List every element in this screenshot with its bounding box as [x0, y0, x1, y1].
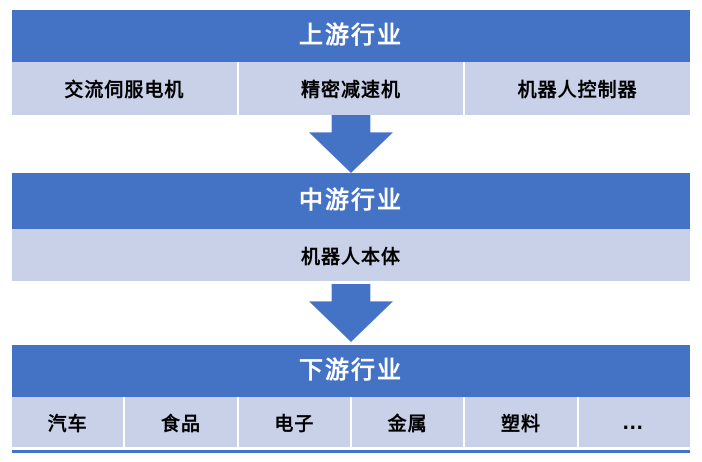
upstream-header: 上游行业 — [12, 10, 690, 62]
midstream-items-row: 机器人本体 — [12, 229, 690, 281]
upstream-section: 上游行业 交流伺服电机 精密减速机 机器人控制器 — [12, 10, 691, 115]
midstream-section: 中游行业 机器人本体 — [12, 173, 690, 281]
diagram-stack: 上游行业 交流伺服电机 精密减速机 机器人控制器 中游行业 机器人本体 下游行业… — [12, 10, 691, 453]
downstream-header: 下游行业 — [12, 345, 690, 397]
arrow-zone-midstream-to-downstream — [12, 281, 690, 345]
item-cell-precision-reducer: 精密减速机 — [238, 62, 464, 115]
downstream-items-row: 汽车 食品 电子 金属 塑料 … — [12, 397, 690, 447]
downstream-section: 下游行业 汽车 食品 电子 金属 塑料 … — [12, 345, 690, 447]
bottom-border-line — [12, 450, 690, 453]
item-cell-robot-body: 机器人本体 — [12, 229, 690, 281]
item-cell-robot-controller: 机器人控制器 — [465, 62, 691, 115]
item-cell-electronics: 电子 — [238, 397, 350, 447]
down-arrow-icon — [309, 115, 393, 173]
midstream-header: 中游行业 — [12, 173, 690, 229]
item-cell-plastic: 塑料 — [465, 397, 577, 447]
item-cell-metal: 金属 — [351, 397, 464, 447]
item-cell-ellipsis: … — [578, 397, 690, 447]
item-cell-ac-servo-motor: 交流伺服电机 — [12, 62, 237, 115]
down-arrow-icon — [309, 284, 393, 342]
arrow-zone-upstream-to-midstream — [12, 115, 690, 173]
item-cell-food: 食品 — [125, 397, 237, 447]
upstream-items-row: 交流伺服电机 精密减速机 机器人控制器 — [12, 62, 691, 115]
item-cell-automotive: 汽车 — [12, 397, 124, 447]
